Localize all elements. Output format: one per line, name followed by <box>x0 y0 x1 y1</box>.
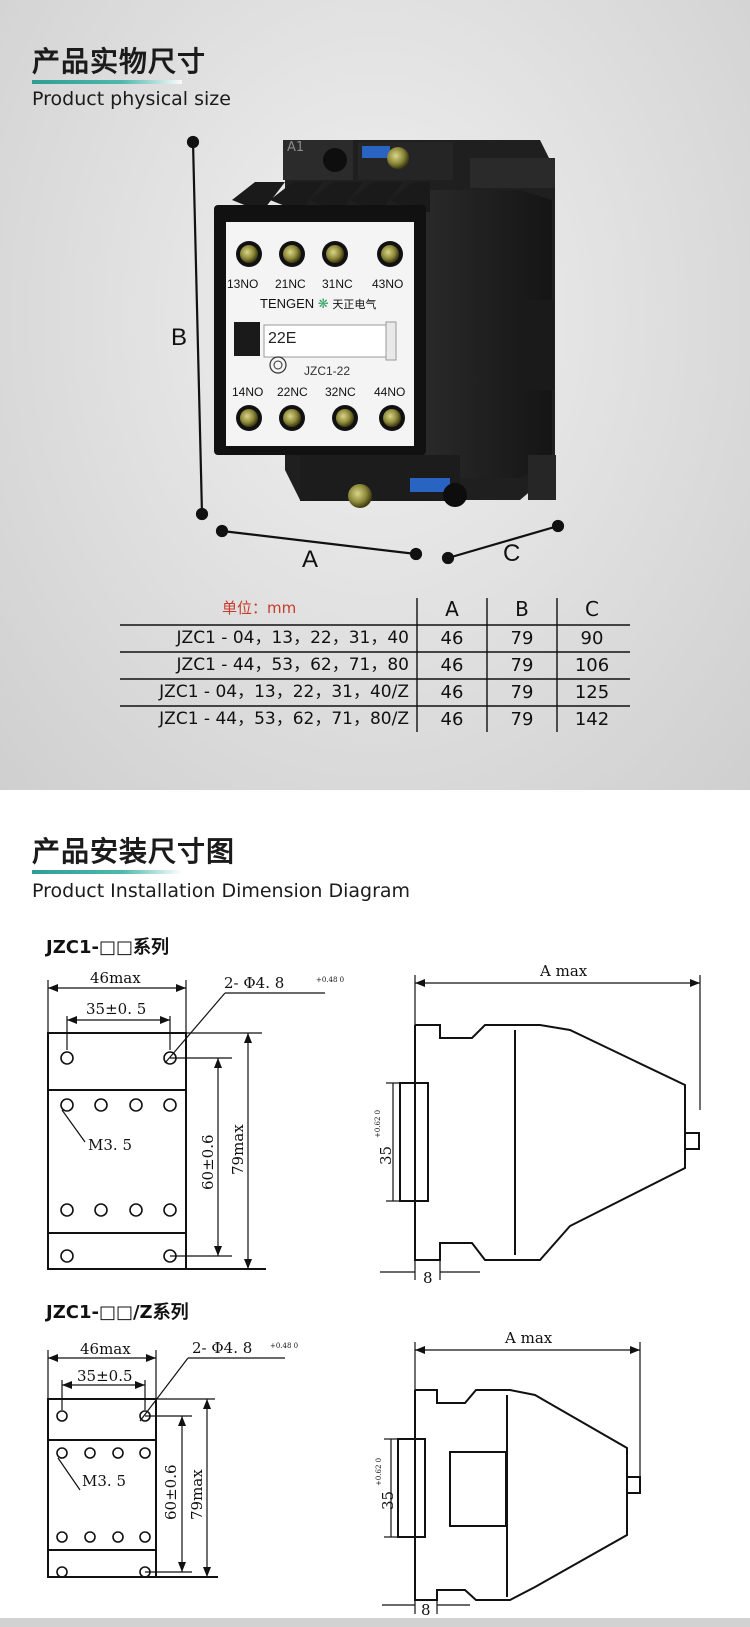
d2-offset: 8 <box>421 1601 431 1619</box>
brand-logo: TENGEN ❋ 天正电气 <box>260 296 376 312</box>
section-divider <box>0 790 750 800</box>
d1-depth-max: A max <box>539 962 588 980</box>
unit-label: 单位：mm <box>222 599 297 617</box>
d2-height-spacing: 60±0.6 <box>162 1464 180 1520</box>
row-a: 46 <box>440 709 464 730</box>
series-label-z: JZC1-□□/Z系列 <box>46 1302 189 1323</box>
row-model: JZC1 - 44，53，62，71，80/Z <box>159 709 409 729</box>
section1-subtitle: Product physical size <box>32 88 231 110</box>
row-c: 142 <box>574 709 610 730</box>
spec-table-lines <box>120 598 630 732</box>
terminal-14no: 14NO <box>232 385 264 399</box>
d1-width-max: 46max <box>90 969 141 987</box>
table-row: JZC1 - 44，53，62，71，80/Z 46 79 142 <box>120 706 630 733</box>
product-top-label: A1 <box>287 140 305 155</box>
bottom-band <box>0 1618 750 1627</box>
d1-height-max: 79max <box>229 1124 247 1175</box>
table-row: JZC1 - 04，13，22，31，40 46 79 90 <box>120 625 630 652</box>
row-model: JZC1 - 44，53，62，71，80 <box>176 655 409 675</box>
d1-hole-spacing: 35±0. 5 <box>86 1000 146 1018</box>
section2-subtitle: Product Installation Dimension Diagram <box>32 880 411 902</box>
row-a: 46 <box>440 628 464 649</box>
d1-rail-tol: +0.62 0 <box>374 1110 382 1138</box>
dim-label-a: A <box>302 546 319 573</box>
d2-width-max: 46max <box>80 1340 131 1358</box>
terminal-31nc: 31NC <box>322 277 353 291</box>
d2-hole-spacing: 35±0.5 <box>77 1367 133 1385</box>
header-c: C <box>585 597 599 621</box>
brand-name-cn: 天正电气 <box>332 299 377 311</box>
row-c: 90 <box>580 628 604 649</box>
d1-height-spacing: 60±0.6 <box>199 1134 217 1190</box>
brand-name: TENGEN <box>260 296 315 311</box>
table-row: JZC1 - 44，53，62，71，80 46 79 106 <box>120 652 630 679</box>
d2-rail-tol: +0.62 0 <box>375 1458 383 1486</box>
row-model: JZC1 - 04，13，22，31，40 <box>176 628 409 648</box>
brand-leaf-icon: ❋ <box>317 296 329 311</box>
terminal-21nc: 21NC <box>275 277 306 291</box>
module-label: 22E <box>268 330 297 347</box>
terminal-44no: 44NO <box>374 385 406 399</box>
d2-screw: M3. 5 <box>82 1472 126 1490</box>
d2-hole-note: 2- Φ4. 8 <box>192 1339 252 1357</box>
section1-title: 产品实物尺寸 <box>32 45 207 78</box>
d2-rail: 35 <box>379 1491 397 1510</box>
header-b: B <box>515 597 529 621</box>
row-c: 106 <box>574 655 610 676</box>
dim-label-c: C <box>503 540 521 567</box>
row-c: 125 <box>574 682 610 703</box>
model-label: JZC1-22 <box>304 364 351 378</box>
terminal-43no: 43NO <box>372 277 404 291</box>
terminal-32nc: 32NC <box>325 385 356 399</box>
d1-rail: 35 <box>377 1146 395 1165</box>
d2-hole-tol: +0.48 0 <box>270 1342 298 1350</box>
row-b: 79 <box>510 655 534 676</box>
d2-depth-max: A max <box>504 1329 553 1347</box>
d2-height-max: 79max <box>188 1469 206 1520</box>
series-label-standard: JZC1-□□系列 <box>46 937 169 958</box>
row-model: JZC1 - 04，13，22，31，40/Z <box>159 682 409 702</box>
contactor-photo <box>186 135 565 565</box>
row-b: 79 <box>510 682 534 703</box>
section1-accent-bar <box>32 80 182 84</box>
row-a: 46 <box>440 655 464 676</box>
d1-hole-tol: +0.48 0 <box>316 976 344 984</box>
table-row: JZC1 - 04，13，22，31，40/Z 46 79 125 <box>120 679 630 706</box>
terminal-22nc: 22NC <box>277 385 308 399</box>
row-a: 46 <box>440 682 464 703</box>
section2-accent-bar <box>32 870 182 874</box>
dim-label-b: B <box>171 324 188 351</box>
header-a: A <box>445 597 459 621</box>
d1-screw: M3. 5 <box>88 1136 132 1154</box>
terminal-13no: 13NO <box>227 277 259 291</box>
d1-offset: 8 <box>423 1269 433 1287</box>
d1-hole-note: 2- Φ4. 8 <box>224 974 284 992</box>
section2-title: 产品安装尺寸图 <box>32 835 236 868</box>
row-b: 79 <box>510 628 534 649</box>
row-b: 79 <box>510 709 534 730</box>
